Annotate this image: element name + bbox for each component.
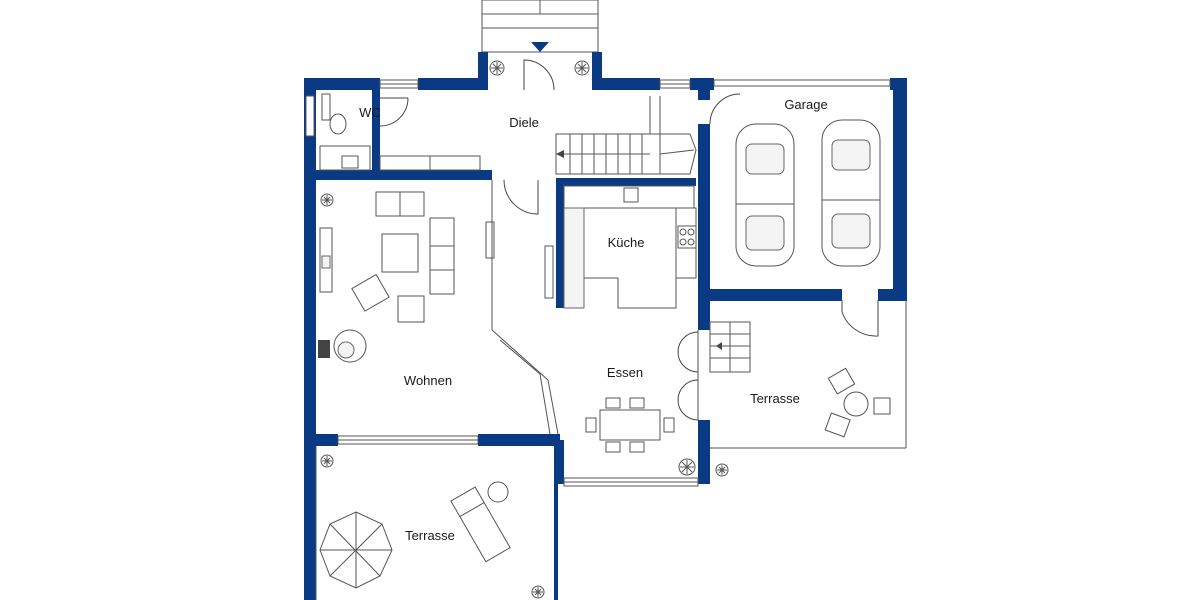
room-label-wohnen: Wohnen xyxy=(404,373,452,388)
doors xyxy=(379,59,879,421)
room-label-terrasse-south: Terrasse xyxy=(405,528,455,543)
dining-table xyxy=(585,397,675,453)
sink-icon xyxy=(623,187,639,203)
windows xyxy=(305,79,891,487)
staircase xyxy=(555,96,751,373)
car-icon xyxy=(735,123,795,267)
south-terrace-furniture xyxy=(319,481,511,589)
plants xyxy=(320,60,729,599)
wc-fixtures xyxy=(319,93,371,171)
entrance-arrow-icon xyxy=(531,42,549,52)
plant-icon xyxy=(489,60,505,76)
sunbed-icon xyxy=(450,486,511,563)
room-label-essen: Essen xyxy=(607,365,643,380)
plant-icon xyxy=(320,193,334,207)
interior-lines xyxy=(315,180,907,600)
plant-icon xyxy=(715,463,729,477)
diele-furniture xyxy=(379,155,481,171)
room-label-terrasse-east: Terrasse xyxy=(750,391,800,406)
plant-icon xyxy=(531,585,545,599)
room-label-diele: Diele xyxy=(509,115,539,130)
plant-icon xyxy=(320,454,334,468)
toilet-icon xyxy=(329,113,347,135)
sink-icon xyxy=(341,155,359,169)
kitchen-appliances xyxy=(623,187,697,249)
east-terrace-furniture xyxy=(824,367,891,438)
stove-icon xyxy=(677,225,697,249)
plant-icon xyxy=(574,60,590,76)
entrance-steps xyxy=(481,0,599,53)
room-label-kueche: Küche xyxy=(608,235,645,250)
parasol-icon xyxy=(319,511,393,589)
room-label-garage: Garage xyxy=(784,97,827,112)
plant-icon xyxy=(678,458,696,476)
car-icon xyxy=(821,119,881,267)
room-label-wc: WC xyxy=(359,105,381,120)
fireplace-icon xyxy=(318,329,367,363)
room-labels: WC Diele Garage Küche Wohnen Essen Terra… xyxy=(359,97,828,543)
walls xyxy=(304,52,907,600)
living-furniture xyxy=(318,191,455,363)
